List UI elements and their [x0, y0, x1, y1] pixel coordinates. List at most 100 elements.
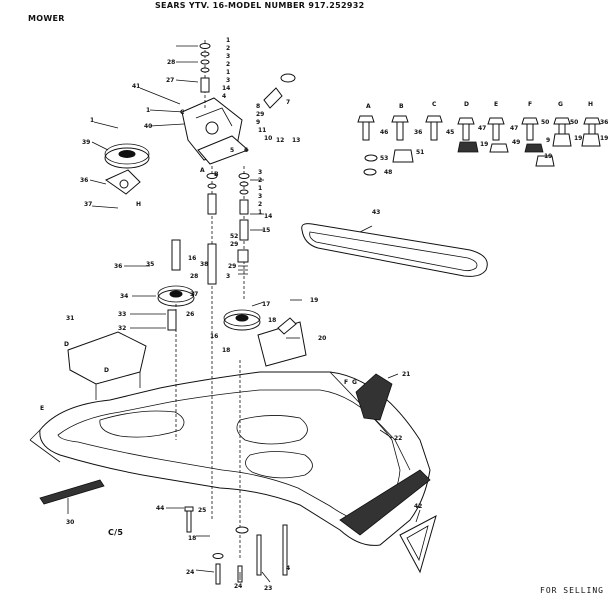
callout-number: 18 — [222, 347, 230, 354]
pulley-17 — [223, 309, 261, 331]
bolt-b — [391, 115, 409, 141]
top-stack-labels: 1 2 3 2 1 28 3 27 4 14 41 1 40 8 29 9 11… — [132, 37, 300, 154]
callout-number: 28 — [167, 59, 175, 66]
callout-letter: F — [344, 379, 348, 386]
callout-number: 44 — [156, 505, 164, 512]
callout-number: 27 — [166, 77, 174, 84]
callout-number: 1 — [226, 37, 230, 44]
callout-letter: G — [352, 379, 357, 386]
callout-letter: A — [200, 167, 205, 174]
callout-number: 24 — [234, 583, 242, 590]
callout-letter: A — [366, 103, 371, 110]
callout-number: 28 — [190, 273, 198, 280]
callout-number: 38 — [200, 261, 208, 268]
callout-number: 35 — [146, 261, 154, 268]
callout-number: 42 — [414, 503, 422, 510]
callout-number: 14 — [222, 85, 230, 92]
callout-number: 37 — [190, 291, 198, 298]
callout-number: 47 — [478, 125, 486, 132]
callout-number: 31 — [66, 315, 74, 322]
callout-number: 19 — [574, 135, 582, 142]
callout-number: 2 — [258, 201, 262, 208]
callout-number: 39 — [82, 139, 90, 146]
callout-number: 19 — [310, 297, 318, 304]
callout-number: 50 — [541, 119, 549, 126]
callout-number: 19 — [600, 135, 608, 142]
page-title: SEARS YTV. 16-MODEL NUMBER 917.252932 — [155, 1, 365, 10]
callout-number: 18 — [268, 317, 276, 324]
callout-number: 24 — [186, 569, 194, 576]
hardware-legend — [357, 115, 601, 176]
top-bracket — [181, 97, 249, 165]
callout-number: 3 — [226, 273, 230, 280]
callout-number: 13 — [292, 137, 300, 144]
callout-number: 37 — [84, 201, 92, 208]
callout-letter: D — [64, 341, 69, 348]
callout-number: 2 — [258, 177, 262, 184]
hardware-letter-labels: A B C D E F G H — [366, 101, 593, 110]
bolt-f — [521, 117, 539, 141]
deck-letter-labels: D D E F G C H — [40, 109, 357, 412]
callout-letter: F — [528, 101, 532, 108]
callout-number: 8 — [256, 103, 260, 110]
callout-number: 1 — [146, 107, 150, 114]
bottom-bolts — [184, 506, 288, 585]
callout-letter: D — [464, 101, 469, 108]
callout-number: 34 — [120, 293, 128, 300]
callout-number: 48 — [384, 169, 392, 176]
callout-number: 3 — [258, 193, 262, 200]
callout-number: 29 — [230, 241, 238, 248]
callout-number: 46 — [380, 129, 388, 136]
callout-number: 18 — [188, 535, 196, 542]
drive-belt — [301, 223, 488, 277]
spindle-hardware — [167, 43, 250, 331]
callout-number: 33 — [118, 311, 126, 318]
callout-number: 20 — [318, 335, 326, 342]
pulley-39 — [104, 143, 150, 169]
callout-number: 9 — [256, 119, 260, 126]
callout-number: 53 — [380, 155, 388, 162]
bolt-g — [553, 117, 571, 141]
callout-number: 41 — [132, 83, 140, 90]
callout-number: 40 — [144, 123, 152, 130]
callout-number: 11 — [258, 127, 266, 134]
callout-number: 29 — [256, 111, 264, 118]
callout-number: 43 — [372, 209, 380, 216]
bracket-31 — [67, 331, 147, 385]
bolt-e — [487, 117, 505, 141]
callout-number: 47 — [510, 125, 518, 132]
footer-note: FOR SELLING — [540, 586, 604, 595]
callout-number: 52 — [230, 233, 238, 240]
callout-letter: C — [432, 101, 437, 108]
bolt-h — [583, 117, 601, 141]
callout-number: 15 — [262, 227, 270, 234]
callout-letter: E — [494, 101, 498, 108]
leader-lines — [67, 45, 421, 583]
callout-number: 2 — [226, 61, 230, 68]
right-side-labels: 43 20 21 22 42 30 44 25 24 24 23 18 4 — [66, 209, 422, 592]
callout-letter: G — [558, 101, 563, 108]
pulley-34 — [157, 285, 195, 307]
callout-number: 51 — [416, 149, 424, 156]
hardware-number-labels: 46 36 45 47 47 50 50 36 53 51 48 19 49 9… — [380, 119, 608, 176]
callout-number: 1 — [258, 185, 262, 192]
callout-number: 36 — [114, 263, 122, 270]
callout-number: 7 — [286, 99, 290, 106]
callout-number: 36 — [414, 129, 422, 136]
callout-number: 32 — [118, 325, 126, 332]
deflector — [355, 373, 393, 421]
callout-number: 45 — [446, 129, 454, 136]
callout-letter: B — [214, 171, 219, 178]
callout-number: 21 — [402, 371, 410, 378]
callout-number: 10 — [264, 135, 272, 142]
callout-number: 3 — [226, 53, 230, 60]
callout-number: 1 — [90, 117, 94, 124]
bolt-d — [457, 117, 475, 141]
callout-letter: E — [40, 405, 44, 412]
callout-number: 23 — [264, 585, 272, 592]
callout-number: 16 — [188, 255, 196, 262]
callout-number: 5 — [230, 147, 234, 154]
callout-number: 50 — [570, 119, 578, 126]
callout-letter: H — [588, 101, 593, 108]
